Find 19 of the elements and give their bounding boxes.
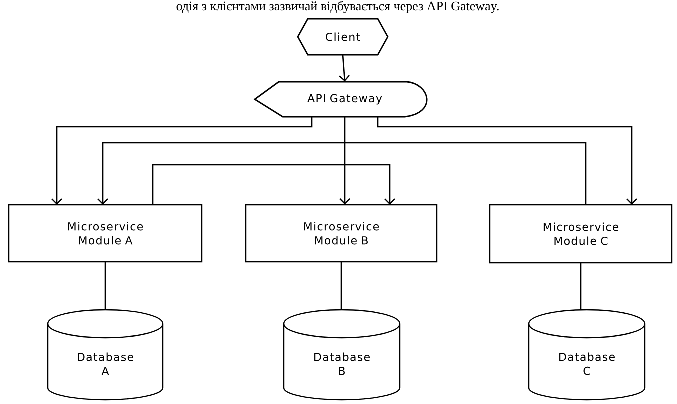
service-box: Microservice Module A (8, 204, 203, 263)
node-label: Database A (78, 352, 134, 376)
connector (340, 262, 342, 310)
connector (52, 117, 313, 205)
service-box: Microservice Module C (489, 204, 673, 264)
connector (340, 117, 350, 205)
connector (152, 164, 396, 205)
database-cylinder: Database C (528, 309, 646, 401)
connector (104, 262, 106, 310)
client-hexagon: Client (297, 18, 389, 56)
database-cylinder: Database A (47, 309, 164, 401)
database-cylinder: Database B (283, 309, 401, 401)
node-label: Database B (314, 352, 370, 376)
connector (98, 142, 587, 205)
connector (339, 55, 350, 82)
service-box: Microservice Module B (245, 204, 438, 263)
connector (580, 263, 582, 310)
connector (377, 117, 638, 205)
node-label: Database C (560, 352, 615, 376)
